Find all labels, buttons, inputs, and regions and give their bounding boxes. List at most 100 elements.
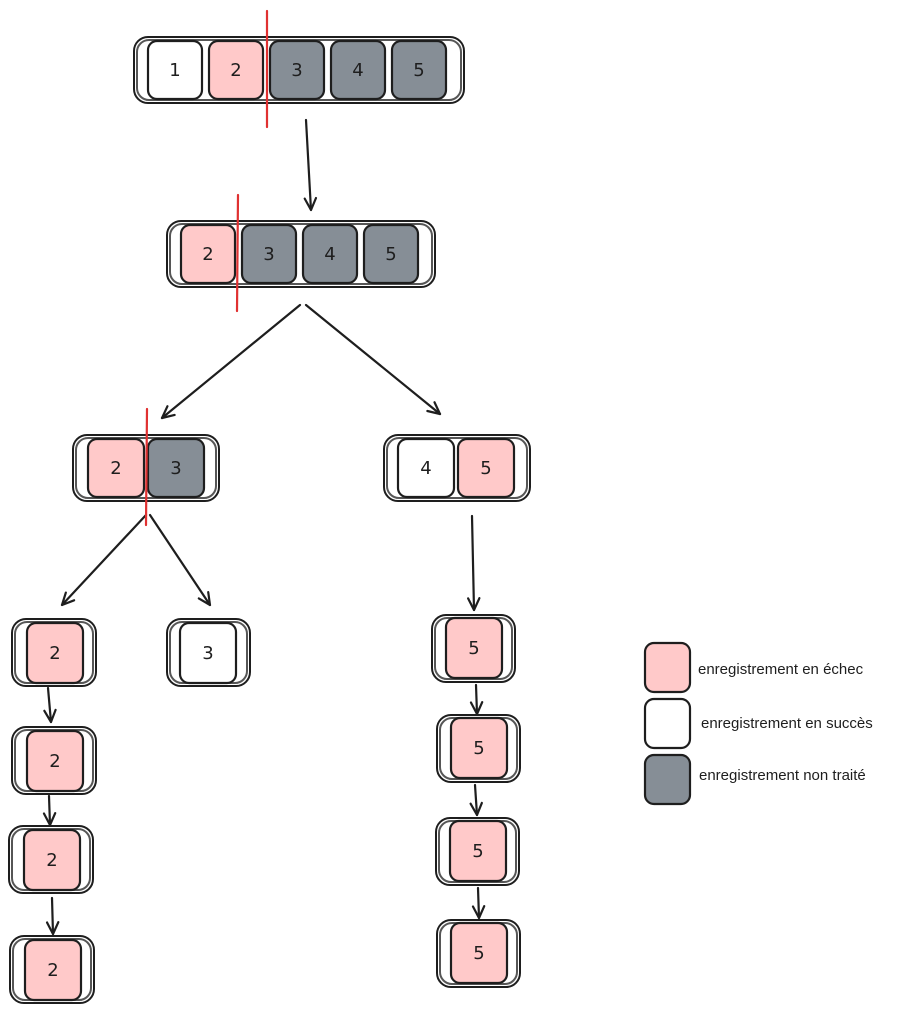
arrow-shaft [470, 514, 476, 612]
split-line [235, 193, 240, 313]
record-unprocessed: 5 [390, 39, 448, 101]
arrow-shaft [160, 303, 302, 420]
record-success: 1 [146, 39, 204, 101]
record-label: 1 [169, 60, 180, 81]
record-label: 5 [480, 458, 491, 479]
batch-single-3: 3 [166, 618, 251, 687]
record-failed: 2 [86, 437, 146, 499]
record-cell [390, 39, 448, 101]
legend-label: enregistrement non traité [699, 767, 866, 784]
record-label: 5 [468, 638, 479, 659]
record-cell [301, 223, 359, 285]
batch-container [383, 434, 531, 502]
record-unprocessed: 3 [146, 437, 206, 499]
record-failed: 2 [179, 223, 237, 285]
batch-container-inner [386, 437, 528, 499]
batch-container [435, 817, 520, 886]
record-failed: 5 [444, 616, 504, 680]
record-label: 4 [324, 244, 335, 265]
batch-container [11, 618, 97, 687]
record-success: 4 [396, 437, 456, 499]
arrow [45, 896, 60, 936]
batch-container [133, 36, 465, 104]
legend-item-success: enregistrement en succès [643, 697, 873, 750]
record-cell [22, 828, 82, 892]
record-unprocessed: 4 [301, 223, 359, 285]
record-label: 3 [170, 458, 181, 479]
arrow-shaft [304, 303, 442, 416]
record-label: 3 [202, 643, 213, 664]
record-cell [86, 437, 146, 499]
legend-swatch [643, 697, 692, 750]
arrow-head [45, 921, 60, 936]
arrow [304, 303, 442, 416]
split-line [144, 407, 149, 527]
record-unprocessed: 3 [240, 223, 298, 285]
record-unprocessed: 4 [329, 39, 387, 101]
arrow-head [197, 591, 212, 607]
record-cell [362, 223, 420, 285]
record-label: 2 [230, 60, 241, 81]
arrow-head [466, 597, 481, 612]
arrow-head [426, 401, 442, 416]
record-cell [396, 437, 456, 499]
record-unprocessed: 3 [268, 39, 326, 101]
arrow [469, 783, 483, 817]
record-failed: 2 [22, 828, 82, 892]
arrow [148, 513, 212, 607]
batch-container [436, 919, 521, 988]
arrow [60, 513, 148, 607]
arrow-head [60, 591, 76, 607]
batch-container [8, 825, 94, 894]
arrow-shaft [46, 686, 53, 724]
record-label: 4 [352, 60, 363, 81]
batch-retry-2-c: 2 [8, 825, 94, 894]
arrow [303, 118, 318, 212]
arrow-shaft [304, 118, 313, 212]
legend-label: enregistrement en échec [698, 661, 864, 678]
record-success: 3 [178, 621, 238, 685]
record-cell [240, 223, 298, 285]
arrow-shaft [148, 513, 212, 607]
arrow [42, 794, 57, 827]
legend-swatch [643, 641, 692, 694]
record-cell [23, 938, 83, 1002]
record-cell [268, 39, 326, 101]
record-cell [207, 39, 265, 101]
record-label: 2 [49, 751, 60, 772]
batch-retry-2-a: 2 [11, 618, 97, 687]
arrows [42, 118, 486, 936]
record-failed: 2 [25, 621, 85, 685]
batch-retry-5-a: 5 [431, 614, 516, 683]
batch-container [166, 220, 436, 288]
record-label: 5 [413, 60, 424, 81]
arrow-shaft [47, 794, 52, 827]
batch-retry-5-b: 5 [436, 714, 521, 783]
record-label: 3 [291, 60, 302, 81]
record-label: 2 [110, 458, 121, 479]
record-failed: 5 [448, 819, 508, 883]
record-failed: 2 [207, 39, 265, 101]
record-unprocessed: 5 [362, 223, 420, 285]
arrow-shaft [474, 683, 479, 716]
record-label: 2 [46, 850, 57, 871]
batch-batch-1-5: 1 2 3 4 5 [133, 36, 465, 104]
record-label: 2 [47, 960, 58, 981]
record-cell [456, 437, 516, 499]
record-failed: 5 [456, 437, 516, 499]
batch-retry-2-d: 2 [9, 935, 95, 1004]
record-cell [329, 39, 387, 101]
record-label: 2 [49, 643, 60, 664]
arrow-head [160, 405, 176, 420]
arrow-shaft [473, 783, 479, 817]
batch-container-inner [169, 223, 433, 285]
arrow-head [469, 801, 483, 817]
record-label: 2 [202, 244, 213, 265]
batch-container [436, 714, 521, 783]
record-cell [449, 716, 509, 780]
batch-container [11, 726, 97, 795]
arrow [160, 303, 302, 420]
record-cell [146, 437, 206, 499]
